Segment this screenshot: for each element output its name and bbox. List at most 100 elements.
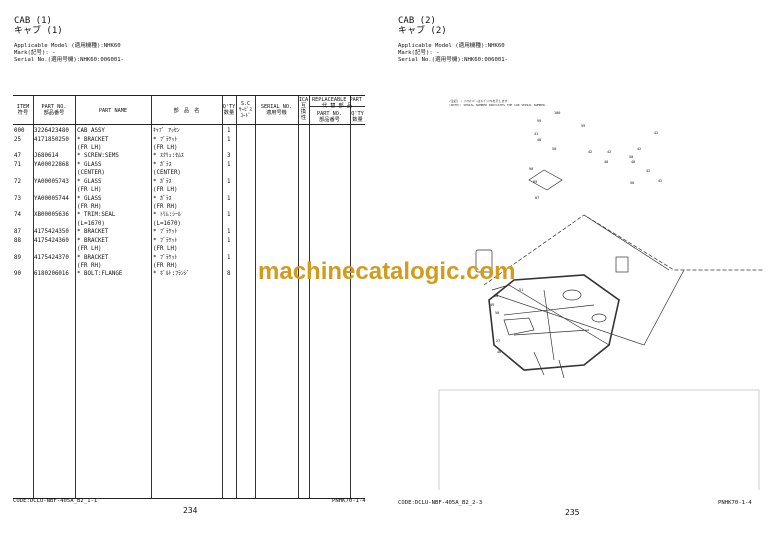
page-title-jp: キャブ (1) (14, 26, 63, 36)
part-number: XB00005636 (34, 212, 69, 219)
jp-part-name: (FR RH) (153, 203, 178, 210)
jp-part-name: * ﾌﾞﾗｹｯﾄ (153, 136, 178, 143)
part-number: 4175424370 (34, 254, 69, 261)
jp-part-name: (CENTER) (153, 170, 181, 177)
jp-part-name: (FR LH) (153, 245, 178, 252)
parts-table: ITEM 符号 PART NO. 部品番号 PART NAME 部 品 名 Q'… (13, 95, 365, 499)
quantity: 1 (227, 229, 231, 236)
jp-part-name: * ｽｸﾘｭ:ｾﾑｽ (153, 153, 184, 160)
part-name: (FR RH) (77, 262, 102, 269)
header-serial: SERIAL NO. 適用号機 (260, 104, 293, 116)
jp-part-name: * ｶﾞﾗｽ (153, 195, 172, 202)
right-ref: PNHK70-1-4 (718, 500, 752, 506)
item-number: 74 (14, 212, 21, 219)
callout-label: 40 (537, 138, 542, 142)
jp-part-name: * ﾄﾘﾑ:ｼｰﾙ (153, 212, 181, 219)
callout-label: 40 (631, 160, 636, 164)
callout-label: 48 (497, 350, 502, 354)
part-name: * BRACKET (77, 237, 109, 244)
quantity: 8 (227, 271, 231, 278)
jp-part-name: * ｶﾞﾗｽ (153, 178, 172, 185)
part-name: (L=1670) (77, 220, 105, 227)
part-number: J680614 (34, 153, 59, 160)
header-item: ITEM 符号 (16, 104, 30, 116)
watermark: machinecatalogic.com (258, 258, 516, 285)
part-name: (CENTER) (77, 170, 105, 177)
header-qty: Q'TY 数量 (222, 104, 236, 116)
left-page-number: 234 (183, 506, 198, 515)
part-name: * GLASS (77, 162, 102, 168)
jp-part-name: (FR LH) (153, 186, 178, 193)
right-applicable-model: Applicable Model (適用機種):NHK60 (398, 43, 505, 49)
jp-part-name: * ﾎﾞﾙﾄ:ﾌﾗﾝｼﾞ (153, 271, 190, 278)
item-number: 71 (14, 162, 21, 168)
callout-label: 42 (607, 150, 612, 154)
part-name: (FR LH) (77, 144, 102, 151)
part-name: * BRACKET (77, 254, 109, 261)
callout-label: 50 (629, 155, 634, 159)
jp-part-name: (FR LH) (153, 144, 178, 151)
item-number: 87 (14, 229, 21, 236)
callout-label: 49 (490, 303, 495, 307)
left-code: CODE:DCLU-NBF-405A_B2_1-1 (13, 498, 98, 504)
part-number: 6180206016 (34, 271, 69, 278)
callout-label: 87 (535, 196, 540, 200)
header-ica: ICA 互 換 性 (298, 97, 309, 121)
callout-label: 41 (534, 132, 539, 136)
callout-label: 27 (496, 339, 501, 343)
quantity: 1 (227, 178, 231, 185)
callout-label: 99 (537, 119, 542, 123)
part-number: 3226423480 (34, 128, 69, 134)
quantity: 1 (227, 237, 231, 244)
quantity: 1 (227, 195, 231, 202)
header-rep-part-no: PART NO. 部品番号 (317, 111, 342, 123)
item-number: 25 (14, 136, 21, 143)
exploded-cab-diagram (438, 169, 764, 490)
part-name: * BRACKET (77, 136, 109, 143)
part-number: YA00005743 (34, 178, 69, 185)
right-title-jp: キャブ (2) (398, 26, 447, 36)
right-page-number: 235 (565, 508, 580, 517)
callout-label: 42 (637, 147, 642, 151)
part-name: * GLASS (77, 178, 102, 185)
item-number: 000 (14, 128, 25, 134)
header-rep-qty: Q'TY 数量 (351, 111, 364, 123)
right-mark: Mark(記号): - (398, 50, 440, 56)
item-number: 90 (14, 271, 21, 278)
callout-label: 42 (654, 131, 659, 135)
part-number: 4171850250 (34, 136, 69, 143)
serial-range: Serial No.(適用号機):NHK60:006001- (14, 57, 124, 63)
callout-label: 100 (554, 111, 561, 115)
jp-part-name: * ﾌﾞﾗｹｯﾄ (153, 254, 178, 261)
part-number: YA00022868 (34, 162, 69, 168)
item-number: 72 (14, 178, 21, 185)
jp-part-name: * ﾌﾞﾗｹｯﾄ (153, 237, 178, 244)
right-title-en: CAB (2) (398, 16, 436, 26)
mark: Mark(記号): - (14, 50, 56, 56)
item-number: 47 (14, 153, 21, 160)
part-name: CAB ASSY (77, 128, 105, 134)
jp-part-name: (L=1670) (153, 220, 181, 227)
part-name: * TRIM:SEAL (77, 212, 116, 219)
part-number: YA00005744 (34, 195, 69, 202)
callout-label: 50 (552, 147, 557, 151)
part-name: (FR LH) (77, 186, 102, 193)
applicable-model: Applicable Model (適用機種):NHK60 (14, 43, 121, 49)
right-serial-range: Serial No.(適用号機):NHK60:006001- (398, 57, 508, 63)
part-name: * SCREW:SEMS (77, 153, 119, 160)
part-name: (FR LH) (77, 245, 102, 252)
header-part-no: PART NO. 部品番号 (41, 104, 67, 116)
quantity: 1 (227, 136, 231, 143)
callout-label: 42 (658, 179, 663, 183)
left-ref: PNHK70-1-4 (332, 498, 366, 504)
header-sc: S.C ｻｰﾋﾞｽ ｺｰﾄﾞ (239, 101, 252, 119)
jp-part-name: * ﾌﾞﾗｹｯﾄ (153, 229, 178, 236)
quantity: 1 (227, 254, 231, 261)
quantity: 1 (227, 128, 231, 134)
jp-part-name: * ｶﾞﾗｽ (153, 162, 172, 168)
part-name: * BOLT:FLANGE (77, 271, 123, 278)
callout-label: 50 (495, 311, 500, 315)
callout-label: 89 (533, 180, 538, 184)
part-number: 4175424350 (34, 229, 69, 236)
item-number: 73 (14, 195, 21, 202)
